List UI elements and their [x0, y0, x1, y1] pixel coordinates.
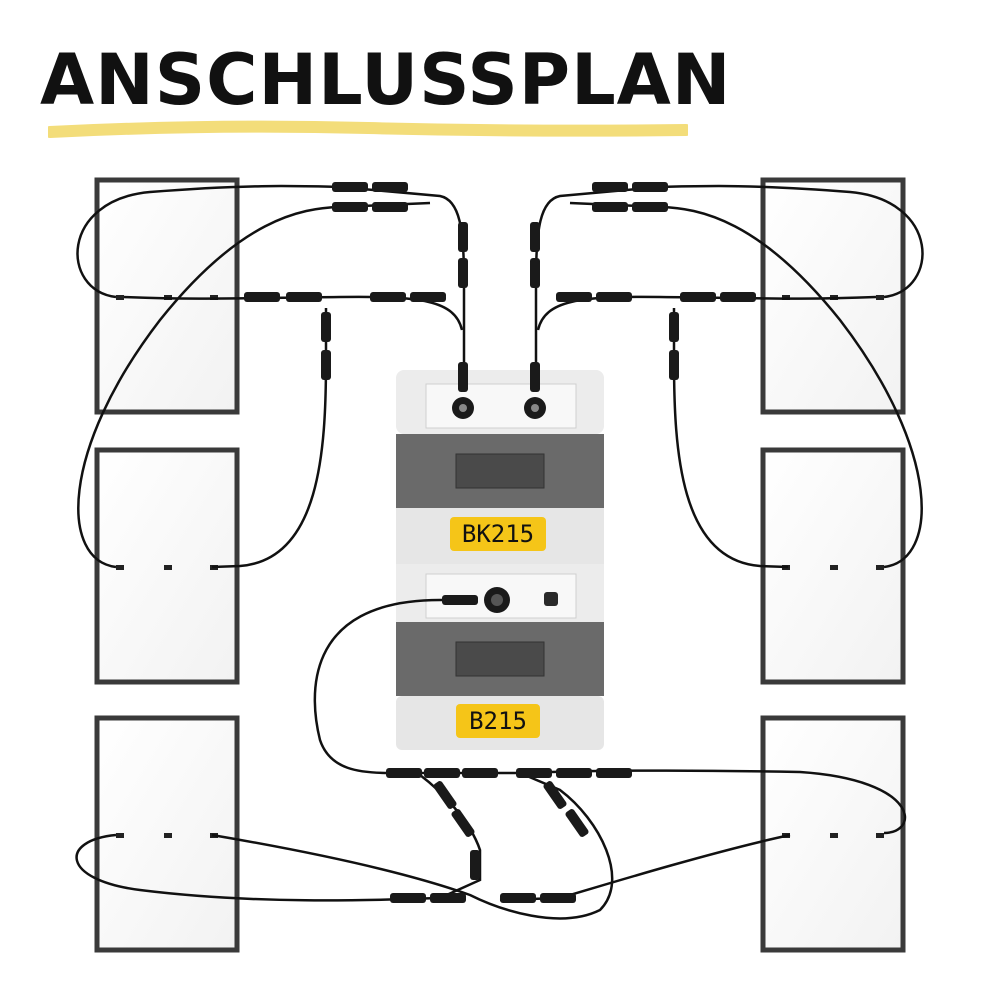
title-underline [48, 120, 688, 138]
connectors [244, 182, 756, 903]
solar-panel-top-right [760, 177, 906, 415]
page-title: ANSCHLUSSPLAN [40, 39, 732, 121]
solar-panel-bottom-left [94, 715, 240, 953]
unit-label-b215: B215 [456, 704, 540, 738]
title-block: ANSCHLUSSPLAN [40, 40, 730, 150]
unit-label-bk215: BK215 [450, 517, 546, 551]
power-station-stack [396, 370, 604, 750]
cables [75, 184, 924, 920]
solar-panel-bottom-right [760, 715, 906, 953]
solar-panel-top-left [94, 177, 240, 415]
